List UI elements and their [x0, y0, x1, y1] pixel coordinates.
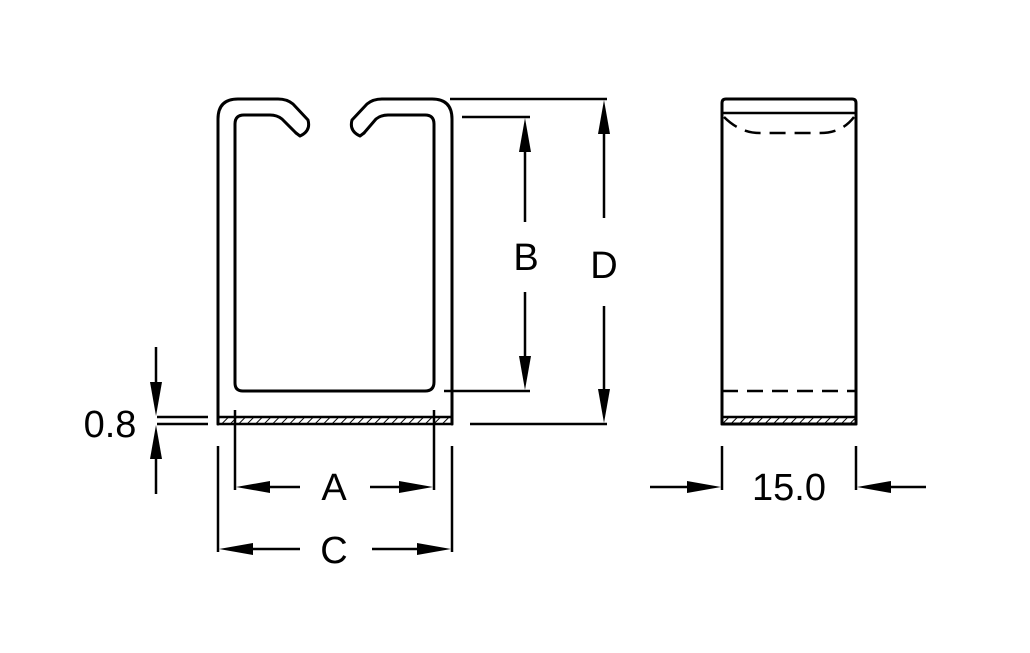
- dimension-label-d: D: [590, 245, 617, 287]
- dimension-thickness: 0.8: [84, 347, 208, 494]
- front-view: [216, 97, 454, 426]
- side-outline: [720, 97, 858, 426]
- arrow-right-icon: [399, 481, 433, 493]
- base-plate-hatched: [216, 415, 454, 426]
- dimension-d: D: [450, 97, 618, 426]
- dimension-label-thickness: 0.8: [84, 404, 137, 446]
- arrow-up-icon: [519, 118, 531, 152]
- arrow-up-icon: [150, 425, 162, 459]
- side-base-hatched: [720, 415, 858, 426]
- arrow-left-icon: [219, 543, 253, 555]
- dimension-label-width: 15.0: [752, 467, 826, 509]
- arrow-left-icon: [236, 481, 270, 493]
- clip-outer-profile-right: [349, 97, 454, 426]
- dimension-c: C: [216, 446, 454, 572]
- arrow-down-icon: [150, 382, 162, 416]
- dimension-width: 15.0: [650, 446, 926, 509]
- arrow-right-icon: [687, 481, 721, 493]
- dimension-label-b: B: [513, 237, 538, 279]
- clip-inner-profile: [233, 113, 436, 393]
- dimension-label-c: C: [320, 530, 347, 572]
- arrow-down-icon: [519, 356, 531, 390]
- clip-outer-profile: [216, 97, 311, 426]
- dimension-label-a: A: [321, 467, 347, 509]
- arrow-right-icon: [417, 543, 451, 555]
- arrow-up-icon: [598, 100, 610, 134]
- arrow-down-icon: [598, 389, 610, 423]
- side-hidden-top-curve: [723, 116, 855, 135]
- arrow-left-icon: [857, 481, 891, 493]
- dimension-b: B: [444, 115, 539, 393]
- dimension-a: A: [233, 410, 436, 509]
- side-view: [720, 97, 858, 426]
